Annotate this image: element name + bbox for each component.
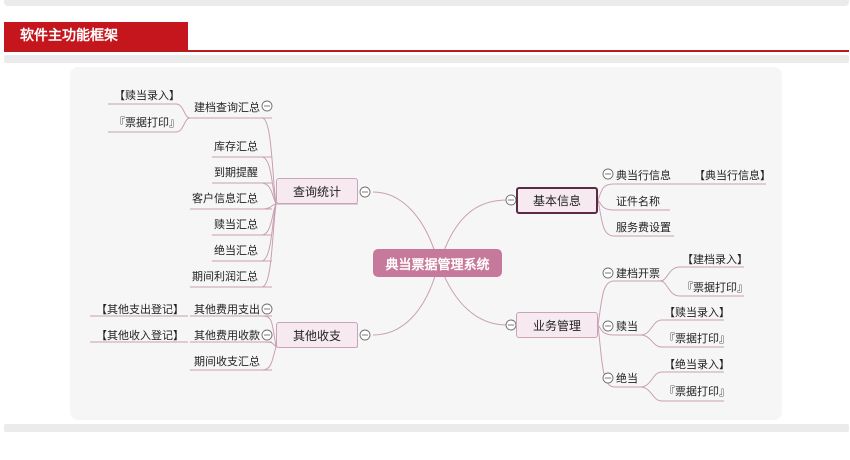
collapse-toggle-open-ticket[interactable] xyxy=(602,267,614,279)
topic-document-name[interactable]: 证件名称 xyxy=(616,195,660,208)
topic-other-expense[interactable]: 其他费用支出 xyxy=(194,303,260,316)
collapse-toggle-query[interactable] xyxy=(359,186,371,198)
topic-expense-register[interactable]: 【其他支出登记】 xyxy=(96,303,184,316)
topic-open-ticket-print[interactable]: 『票据打印』 xyxy=(682,281,748,294)
collapse-toggle-dead-pawn[interactable] xyxy=(602,372,614,384)
collapse-toggle-basic[interactable] xyxy=(505,194,517,206)
branch-node-query[interactable]: 查询统计 xyxy=(276,178,358,204)
topic-dead-pawn[interactable]: 绝当 xyxy=(616,372,638,385)
topic-redeem-summary[interactable]: 赎当汇总 xyxy=(214,218,258,231)
top-scroll-strip xyxy=(4,0,849,6)
section-title: 软件主功能框架 xyxy=(4,22,188,51)
mindmap-root-node[interactable]: 典当票据管理系统 xyxy=(373,249,502,277)
connector-root-business xyxy=(439,265,508,326)
collapse-toggle-business[interactable] xyxy=(505,319,517,331)
connector-root-basic xyxy=(439,199,508,263)
topic-archive-summary-print[interactable]: 『票据打印』 xyxy=(114,116,180,129)
collapse-toggle-archive-summary[interactable] xyxy=(261,100,273,112)
topic-open-ticket-entry[interactable]: 【建档录入】 xyxy=(682,253,748,266)
divider-band-bottom xyxy=(4,424,849,432)
topic-shop-info[interactable]: 典当行信息 xyxy=(616,169,671,182)
topic-archive-summary[interactable]: 建档查询汇总 xyxy=(194,101,260,114)
mindmap-canvas xyxy=(70,67,782,420)
topic-period-profit[interactable]: 期间利润汇总 xyxy=(192,270,258,283)
topic-inventory[interactable]: 库存汇总 xyxy=(214,140,258,153)
connector-root-query xyxy=(372,191,439,263)
topic-open-ticket[interactable]: 建档开票 xyxy=(616,267,660,280)
collapse-toggle-shop-info[interactable] xyxy=(602,168,614,180)
topic-dead-pawn-entry[interactable]: 【绝当录入】 xyxy=(664,358,730,371)
branch-node-other[interactable]: 其他收支 xyxy=(276,322,358,348)
header-divider xyxy=(4,50,849,52)
topic-service-fee[interactable]: 服务费设置 xyxy=(616,221,671,234)
collapse-toggle-other[interactable] xyxy=(359,329,371,341)
collapse-toggle-redeem[interactable] xyxy=(602,320,614,332)
connector-root-other xyxy=(372,265,439,336)
topic-period-income-summary[interactable]: 期间收支汇总 xyxy=(194,355,260,368)
topic-redeem[interactable]: 赎当 xyxy=(616,320,638,333)
topic-dead-pawn-summary[interactable]: 绝当汇总 xyxy=(214,244,258,257)
topic-other-income[interactable]: 其他费用收款 xyxy=(194,329,260,342)
topic-archive-summary-redeem-entry[interactable]: 【赎当录入】 xyxy=(114,89,180,102)
branch-node-business[interactable]: 业务管理 xyxy=(516,312,598,338)
collapse-toggle-income[interactable] xyxy=(261,329,273,341)
divider-band-top xyxy=(4,55,849,63)
topic-income-register[interactable]: 【其他收入登记】 xyxy=(96,329,184,342)
topic-dead-pawn-print[interactable]: 『票据打印』 xyxy=(664,385,730,398)
topic-due-reminder[interactable]: 到期提醒 xyxy=(214,166,258,179)
topic-redeem-entry[interactable]: 【赎当录入】 xyxy=(664,306,730,319)
collapse-toggle-expense[interactable] xyxy=(261,303,273,315)
topic-customer-info[interactable]: 客户信息汇总 xyxy=(192,192,258,205)
topic-shop-info-entry[interactable]: 【典当行信息】 xyxy=(694,169,771,182)
branch-node-basic[interactable]: 基本信息 xyxy=(516,187,598,214)
topic-redeem-print[interactable]: 『票据打印』 xyxy=(664,332,730,345)
